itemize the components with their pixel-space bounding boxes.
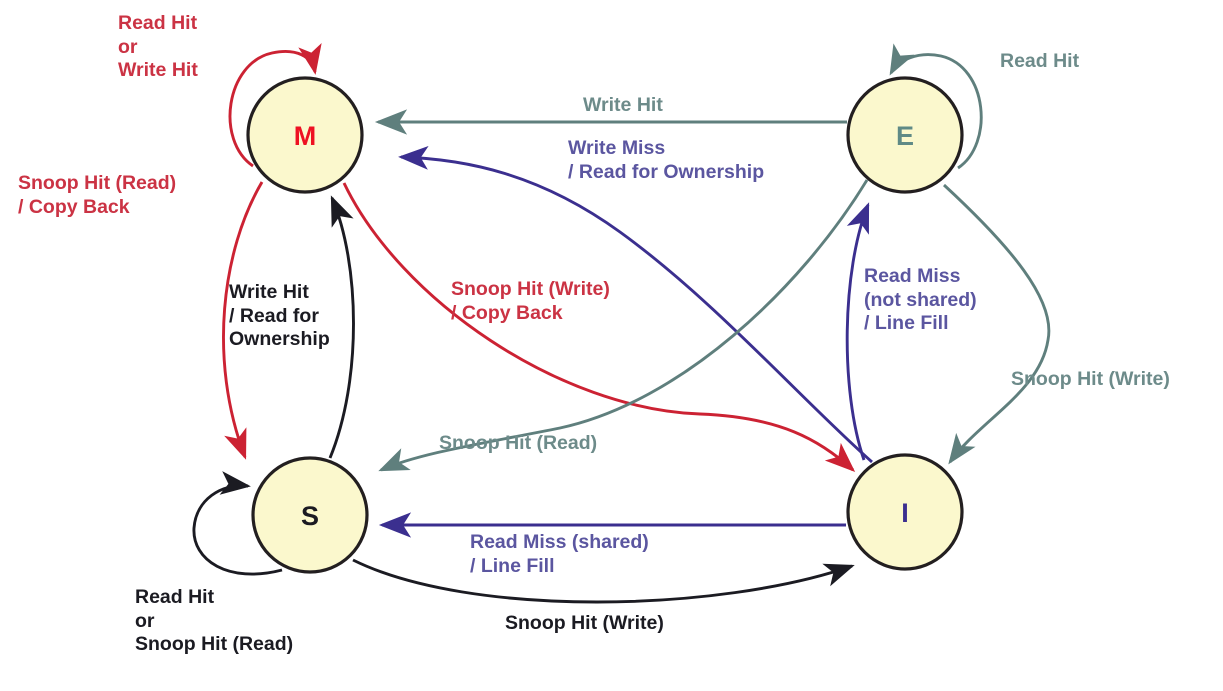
label-e-to-s: Snoop Hit (Read) (439, 432, 597, 456)
edge-e-to-i (943, 183, 1051, 465)
label-i-to-e: Read Miss(not shared)/ Line Fill (864, 265, 977, 336)
label-s-self-line3: Snoop Hit (Read) (135, 633, 294, 655)
state-node-s[interactable]: S (251, 456, 369, 574)
label-i-to-m: Write Miss/ Read for Ownership (568, 137, 764, 184)
state-label-m: M (294, 121, 317, 151)
label-s-self-line1: Read Hit (135, 586, 215, 608)
label-e-to-i-line1: Snoop Hit (Write) (1011, 368, 1170, 390)
label-m-to-i-line2: / Copy Back (451, 301, 563, 324)
label-i-to-e-line2: (not shared) (864, 288, 977, 311)
label-m-to-i-line1: Snoop Hit (Write) (451, 278, 610, 300)
edge-s-self-loop (192, 471, 283, 576)
label-i-to-m-line1: Write Miss (568, 137, 666, 159)
label-i-to-e-line3: / Line Fill (864, 312, 949, 334)
state-node-m[interactable]: M (246, 76, 364, 194)
label-m-self-line2: or (118, 35, 138, 58)
state-label-e: E (896, 121, 914, 151)
label-e-to-i: Snoop Hit (Write) (1011, 368, 1170, 392)
label-e-to-s-line1: Snoop Hit (Read) (439, 432, 598, 454)
state-node-i[interactable]: I (846, 453, 964, 571)
label-s-to-m-line1: Write Hit (229, 281, 309, 303)
label-i-to-s: Read Miss (shared)/ Line Fill (470, 531, 649, 578)
state-circle-i (846, 453, 964, 571)
label-s-to-m-line3: Ownership (229, 328, 330, 350)
label-m-to-i: Snoop Hit (Write)/ Copy Back (451, 278, 610, 325)
edge-m-self-loop (228, 43, 322, 168)
state-circle-e (846, 76, 964, 194)
label-m-self-line1: Read Hit (118, 12, 198, 34)
label-m-self-line3: Write Hit (118, 59, 198, 81)
label-e-to-m-line1: Write Hit (583, 94, 663, 116)
label-s-to-i-line1: Snoop Hit (Write) (505, 612, 664, 634)
state-label-i: I (901, 498, 909, 528)
label-i-to-m-line2: / Read for Ownership (568, 160, 765, 183)
label-i-to-s-line1: Read Miss (shared) (470, 531, 649, 553)
label-e-to-m: Write Hit (583, 94, 663, 118)
edge-s-to-i (352, 558, 855, 604)
state-circle-m (246, 76, 364, 194)
edge-m-to-i (342, 182, 856, 472)
state-node-e[interactable]: E (846, 76, 964, 194)
label-m-to-s: Snoop Hit (Read)/ Copy Back (18, 172, 176, 219)
label-s-self-line2: or (135, 609, 155, 632)
label-s-to-m-line2: / Read for (229, 304, 319, 327)
label-e-self-line1: Read Hit (1000, 50, 1080, 72)
label-s-to-i: Snoop Hit (Write) (505, 612, 664, 636)
edge-m-to-s (222, 181, 264, 460)
edge-e-self-loop (889, 43, 983, 170)
edge-i-to-e (845, 202, 870, 461)
edge-i-to-m (398, 145, 873, 464)
label-e-self-loop: Read Hit (1000, 50, 1079, 74)
label-m-to-s-line1: Snoop Hit (Read) (18, 172, 177, 194)
state-label-s: S (301, 501, 319, 531)
label-i-to-s-line2: / Line Fill (470, 554, 555, 577)
state-circle-s (251, 456, 369, 574)
label-i-to-e-line1: Read Miss (864, 265, 961, 287)
edge-e-to-s (378, 179, 869, 472)
label-m-to-s-line2: / Copy Back (18, 195, 130, 218)
edge-s-to-m (328, 195, 355, 459)
